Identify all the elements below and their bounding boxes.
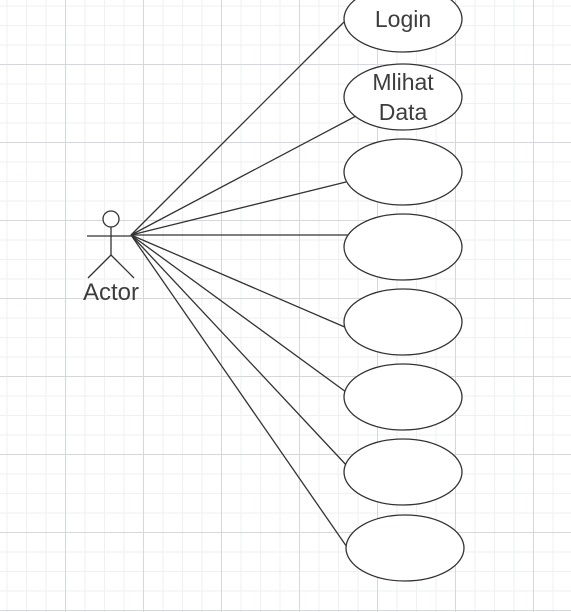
actor-right-leg (110, 254, 135, 279)
actor-label: Actor (83, 279, 139, 306)
use-case-ellipse (343, 0, 463, 53)
use-case-5[interactable] (343, 288, 463, 356)
association-line-3[interactable] (130, 181, 347, 236)
use-case-7[interactable] (343, 438, 463, 506)
use-case-ellipse (343, 138, 463, 206)
use-case-6[interactable] (343, 363, 463, 431)
actor-left-leg (87, 254, 112, 279)
use-case-ellipse (345, 514, 465, 582)
use-case-8[interactable] (345, 514, 465, 582)
association-line-5[interactable] (130, 234, 348, 329)
use-case-1[interactable]: Login (343, 0, 463, 53)
association-line-2[interactable] (130, 115, 357, 236)
use-case-3[interactable] (343, 138, 463, 206)
use-case-ellipse (343, 288, 463, 356)
use-case-ellipse (343, 363, 463, 431)
use-case-label: Login (375, 6, 431, 32)
association-line-7[interactable] (130, 234, 350, 469)
actor[interactable]: Actor (83, 210, 139, 306)
association-line-6[interactable] (130, 234, 347, 393)
use-case-4[interactable] (343, 213, 463, 281)
actor-head (102, 210, 120, 228)
use-case-ellipse (343, 213, 463, 281)
association-lines (130, 21, 357, 551)
association-line-1[interactable] (130, 21, 345, 236)
use-case-label: Data (379, 99, 428, 125)
use-case-ellipse (343, 438, 463, 506)
use-case-ellipse (343, 63, 463, 131)
association-line-8[interactable] (130, 234, 350, 551)
use-case-label: Mlihat (372, 69, 434, 95)
